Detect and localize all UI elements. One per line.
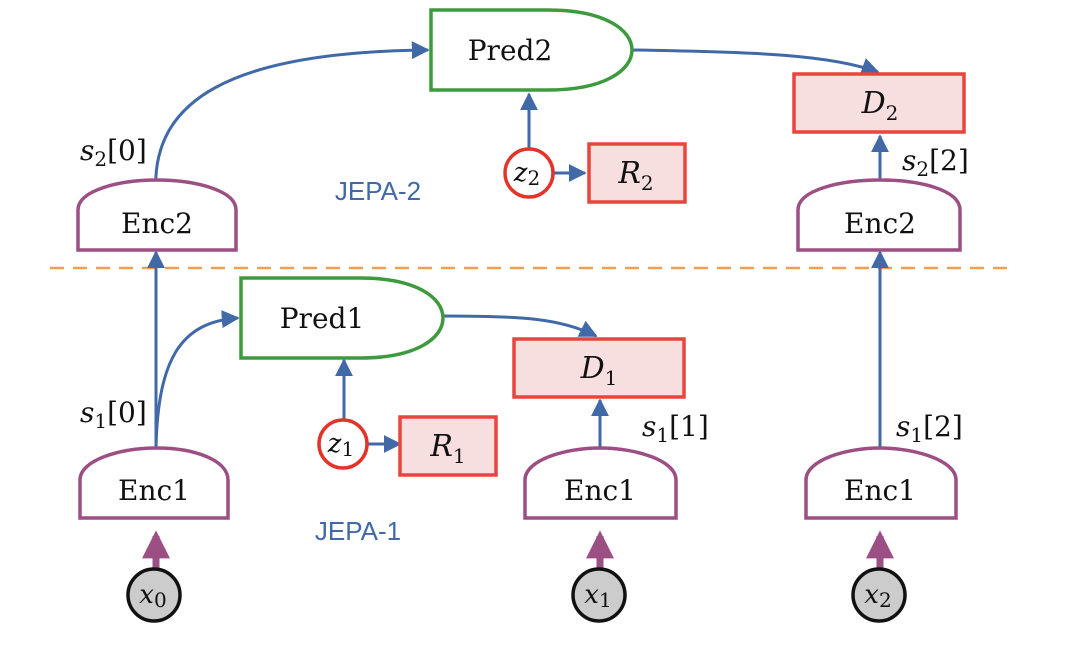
enc2-left-node: Enc2 (76, 178, 238, 252)
jepa-2-label: JEPA-2 (335, 176, 421, 206)
edge-pred1-to-d1 (442, 314, 598, 338)
enc1-left-node: Enc1 (78, 446, 230, 520)
enc1-mid-label: Enc1 (564, 474, 636, 507)
pred2-node: Pred2 (429, 8, 634, 92)
x0-observation-node: x0 (126, 567, 182, 623)
x2-subscript: 2 (879, 588, 892, 612)
enc2-right-label: Enc2 (844, 207, 916, 240)
s1-2-label: s1[2] (896, 410, 963, 447)
x2-label: x (864, 580, 879, 610)
x1-observation-node: x1 (571, 567, 627, 623)
r2-subscript: 2 (641, 171, 654, 195)
svg-text:x0: x0 (139, 580, 166, 612)
pred2-label: Pred2 (468, 34, 553, 67)
z1-label: z (327, 429, 342, 459)
x0-subscript: 0 (154, 588, 167, 612)
z1-latent-node: z1 (317, 418, 369, 470)
enc2-right-node: Enc2 (796, 178, 962, 252)
d2-subscript: 2 (886, 101, 899, 125)
s1-0-label: s1[0] (80, 396, 147, 433)
r1-cost-node: R1 (398, 415, 498, 477)
s2-0-label: s2[0] (80, 134, 147, 171)
edge-enc2-to-pred2 (154, 41, 430, 195)
jepa-1-label: JEPA-1 (315, 516, 401, 546)
pred1-node: Pred1 (239, 276, 445, 360)
s2-2-label: s2[2] (902, 144, 969, 181)
d2-label: D (861, 86, 886, 121)
z1-subscript: 1 (341, 437, 354, 461)
z2-label: z (513, 158, 528, 188)
s1-1-label: s1[1] (642, 410, 709, 447)
edge-enc1-to-pred1 (154, 310, 240, 449)
svg-text:z1: z1 (327, 429, 354, 461)
x1-label: x (584, 580, 599, 610)
pred1-label: Pred1 (280, 302, 365, 335)
enc1-right-node: Enc1 (804, 446, 958, 520)
edge-pred2-to-d2 (631, 48, 880, 76)
enc1-mid-node: Enc1 (523, 446, 678, 520)
enc1-right-label: Enc1 (844, 474, 916, 507)
d2-cost-node: D2 (792, 72, 966, 134)
z2-latent-node: z2 (503, 147, 555, 199)
d1-cost-node: D1 (512, 337, 686, 399)
enc1-left-label: Enc1 (118, 474, 190, 507)
svg-text:D2: D2 (861, 86, 899, 125)
r2-label: R (617, 156, 641, 191)
svg-text:D1: D1 (580, 351, 618, 390)
svg-text:R2: R2 (617, 156, 653, 195)
r1-subscript: 1 (453, 444, 466, 468)
z2-subscript: 2 (527, 166, 540, 190)
x0-label: x (139, 580, 154, 610)
svg-text:z2: z2 (513, 158, 540, 190)
enc2-left-label: Enc2 (121, 207, 193, 240)
x2-observation-node: x2 (851, 567, 907, 623)
d1-subscript: 1 (605, 366, 618, 390)
svg-text:x2: x2 (864, 580, 891, 612)
svg-text:x1: x1 (584, 580, 611, 612)
r1-label: R (429, 429, 453, 464)
r2-cost-node: R2 (587, 142, 687, 204)
d1-label: D (580, 351, 605, 386)
x1-subscript: 1 (599, 588, 612, 612)
svg-text:R1: R1 (429, 429, 465, 468)
